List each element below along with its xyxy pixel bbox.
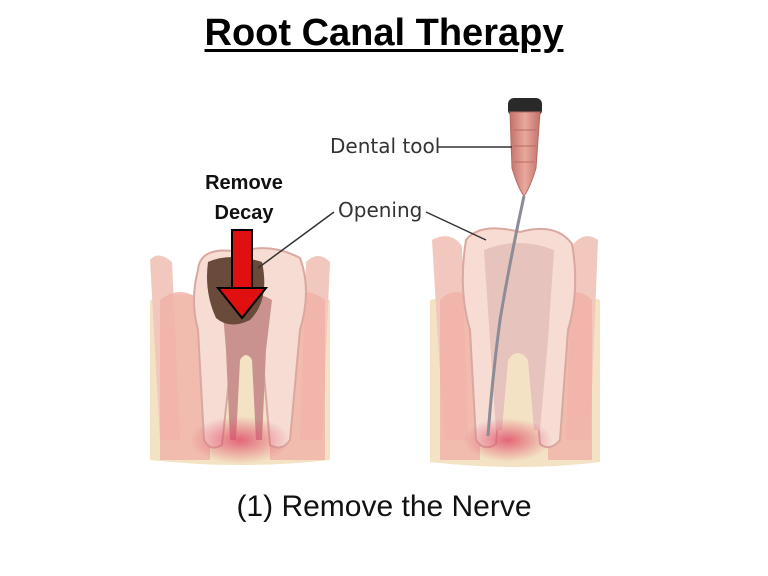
opening-leader-right [425,211,487,241]
remove-decay-label: Remove Decay [196,168,292,228]
left-tooth-group [150,247,330,465]
slide-title: Root Canal Therapy [204,12,564,54]
left-tooth-pulp [222,292,272,440]
right-inflammation [464,418,552,462]
right-tooth-group [430,227,600,467]
opening-label: Opening [338,198,423,222]
dental-tool [486,98,542,437]
dental-tool-handle [509,111,541,197]
left-inflammation [190,416,290,464]
remove-decay-arrow [215,229,269,320]
dental-tool-label: Dental tool [330,134,441,158]
remove-decay-line2: Decay [214,202,274,224]
dental-tool-file [486,195,526,437]
remove-decay-line1: Remove [205,172,283,194]
right-tooth-pulp [484,243,554,430]
step-caption: (1) Remove the Nerve [236,490,532,523]
opening-leader-left [257,211,335,269]
